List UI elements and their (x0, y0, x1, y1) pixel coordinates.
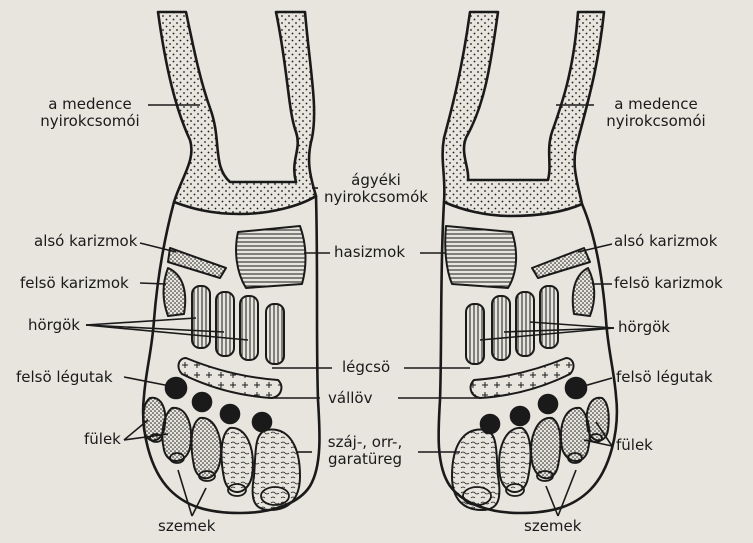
label-eyes-right: szemek (524, 518, 581, 535)
left-toe-second (222, 428, 253, 492)
label-abdominal: hasizmok (334, 244, 405, 261)
left-upper-airway-dot (221, 405, 239, 423)
right-bronchi-bar (540, 286, 558, 348)
right-toe-second (499, 428, 530, 492)
right-bronchi-bar (466, 304, 484, 364)
label-bronchi-right: hörgök (618, 319, 670, 336)
right-abdominal-zone (445, 226, 516, 288)
right-shoulder-zone (471, 358, 574, 398)
right-upper-airway-dot (511, 407, 529, 425)
label-lower-ribs-left: alsó karizmok (34, 233, 137, 250)
left-bronchi-bar (192, 286, 210, 348)
label-upper-ribs-left: felsö karizmok (20, 275, 129, 292)
left-bronchi-bar (266, 304, 284, 364)
left-toe-third (192, 418, 221, 478)
left-bronchi-bar (240, 296, 258, 360)
left-upper-airway-dot (193, 393, 211, 411)
left-abdominal-zone (236, 226, 305, 288)
label-pelvis-right: a medence nyirokcsomói (595, 96, 717, 130)
left-big-toe (253, 430, 300, 510)
label-trachea: légcsö (342, 359, 390, 376)
right-leg-lymph (443, 12, 604, 216)
left-shoulder-zone (179, 358, 282, 398)
left-upper-airway-dot (166, 378, 186, 398)
label-upper-airways-right: felsö légutak (616, 369, 713, 386)
label-shoulder: vállöv (328, 390, 372, 407)
left-upper-ribs-zone (164, 268, 186, 316)
right-bronchi-bar (492, 296, 510, 360)
label-lumbar: ágyéki nyirokcsomók (318, 172, 434, 206)
right-upper-airway-dot (566, 378, 586, 398)
label-lower-ribs-right: alsó karizmok (614, 233, 717, 250)
label-upper-ribs-right: felsö karizmok (614, 275, 723, 292)
left-foot (143, 12, 319, 513)
right-big-toe (452, 430, 499, 510)
left-upper-airway-dot (253, 413, 271, 431)
label-eyes-left: szemek (158, 518, 215, 535)
label-ears-right: fülek (616, 437, 653, 454)
label-bronchi-left: hörgök (28, 317, 80, 334)
right-bronchi-bar (516, 292, 534, 356)
label-upper-airways-left: felsö légutak (16, 369, 113, 386)
right-foot (439, 12, 617, 513)
right-toe-third (531, 418, 560, 478)
label-mouth-nose: száj-, orr-, garatüreg (312, 434, 418, 468)
left-bronchi-bar (216, 292, 234, 356)
right-upper-airway-dot (539, 395, 557, 413)
right-upper-ribs-zone (573, 268, 595, 316)
label-ears-left: fülek (84, 431, 121, 448)
label-pelvis-left: a medence nyirokcsomói (30, 96, 150, 130)
left-leg-lymph (158, 12, 316, 214)
